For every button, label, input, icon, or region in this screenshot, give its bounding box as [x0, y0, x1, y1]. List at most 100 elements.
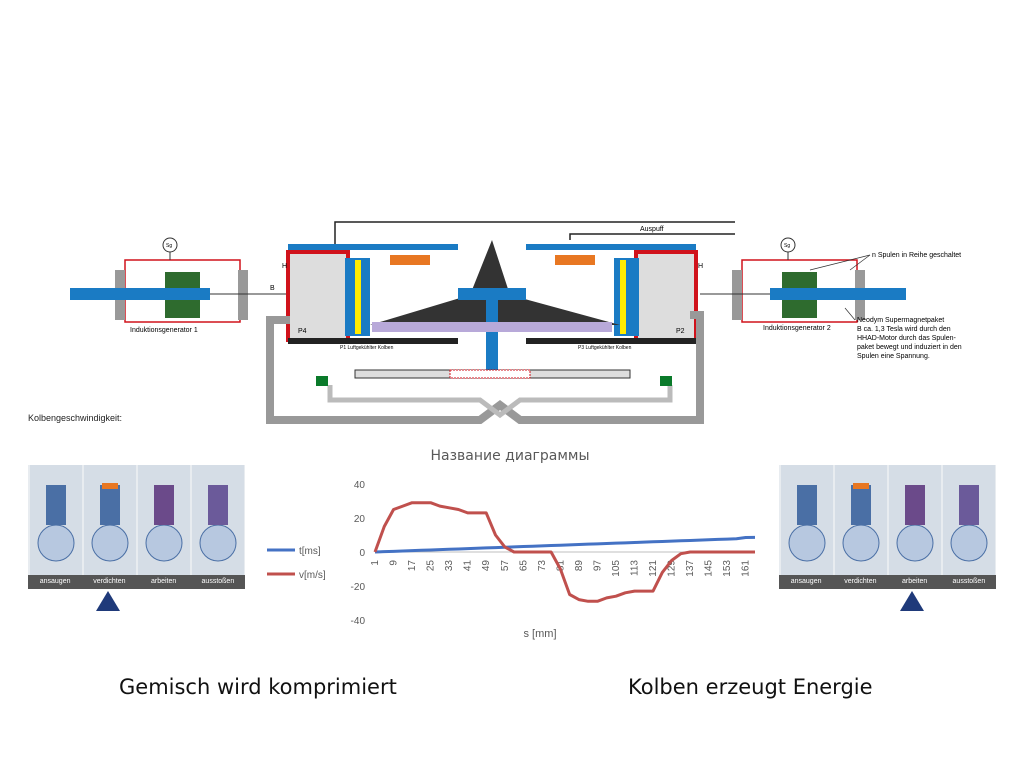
- right-generator-gray-block-1: [732, 270, 742, 320]
- central-vertical-bar: [486, 300, 498, 375]
- left-cylinder-head: [286, 250, 350, 342]
- left-generator-label: Induktionsgenerator 1: [130, 327, 198, 334]
- strip-label: arbeiten: [901, 578, 928, 585]
- series-line-t: [374, 535, 756, 554]
- engine-figure: [30, 465, 82, 575]
- engine-figure: [192, 465, 244, 575]
- magnet-leader: [844, 307, 856, 321]
- exhaust-line: [334, 221, 735, 246]
- central-horizontal-bar: [458, 288, 526, 300]
- engine-diagram: Auspuff P4 P2 H H B Sg Sg: [70, 221, 962, 424]
- caption-left: Gemisch wird komprimiert: [119, 675, 397, 699]
- right-strip-labels: ansaugen verdichten arbeiten ausstoßen: [779, 575, 996, 589]
- x-tick-label: 161: [741, 560, 752, 577]
- left-cylinder-top: [288, 244, 458, 250]
- magnet-note-line: Neodym Supermagnetpaket: [857, 317, 944, 324]
- right-generator-label: Induktionsgenerator 2: [763, 325, 831, 332]
- strip-label: ansaugen: [39, 578, 71, 585]
- strip-label: arbeiten: [150, 578, 177, 585]
- engine-figure: [781, 465, 833, 575]
- lower-spring: [449, 369, 531, 379]
- x-tick-label: 17: [407, 560, 418, 572]
- coils-note: n Spulen in Reihe geschaltet: [872, 252, 961, 259]
- right-engine-strip: ansaugen verdichten arbeiten ausstoßen: [779, 465, 996, 589]
- label-sg-left: Sg: [166, 243, 172, 249]
- x-tick-label: 81: [555, 560, 566, 572]
- strip-label: ansaugen: [790, 578, 822, 585]
- x-tick-label: 73: [537, 560, 548, 572]
- x-tick-label: 105: [611, 560, 622, 577]
- left-shaft: [70, 288, 210, 300]
- label-b: B: [270, 285, 275, 292]
- y-tick-label: -40: [351, 616, 366, 627]
- label-p2: P2: [676, 328, 685, 335]
- right-piston-block: [614, 258, 639, 336]
- right-coil-top: [555, 255, 595, 265]
- y-tick-label: -20: [351, 582, 366, 593]
- strip-label: verdichten: [93, 578, 126, 585]
- right-shaft: [770, 288, 906, 300]
- x-tick-label: 57: [500, 560, 511, 572]
- right-stage-marker: [900, 591, 924, 611]
- central-lilac-plate: [372, 322, 612, 332]
- left-generator-gray-block-2: [238, 270, 248, 320]
- x-tick-label: 121: [648, 560, 659, 577]
- left-piston-yellow: [355, 260, 361, 334]
- strip-label: ausstoßen: [952, 578, 986, 585]
- exhaust-label: Auspuff: [640, 226, 664, 233]
- engine-figure: [84, 465, 136, 575]
- y-tick-label: 40: [354, 480, 366, 491]
- series-line-v: [373, 501, 755, 603]
- magnet-note: Neodym Supermagnetpaket B ca. 1,3 Tesla …: [857, 317, 962, 360]
- left-piston-caption: P1 Luftgekühlter Kolben: [340, 345, 394, 351]
- left-engine-strip: ansaugen verdichten arbeiten ausstoßen: [28, 465, 245, 589]
- label-h-left: H: [282, 263, 287, 270]
- inner-duct: [327, 385, 673, 419]
- strip-label: verdichten: [844, 578, 877, 585]
- coils-leader-1: [809, 254, 871, 271]
- label-sg-right: Sg: [784, 243, 790, 249]
- left-cylinder-bottom: [288, 338, 458, 344]
- coils-leader-2: [849, 254, 871, 271]
- x-tick-label: 153: [722, 560, 733, 577]
- legend-label: t[ms]: [299, 546, 321, 557]
- engine-figure: [835, 465, 887, 575]
- x-tick-label: 145: [704, 560, 715, 577]
- x-tick-label: 9: [389, 560, 400, 566]
- engine-figure: [889, 465, 941, 575]
- right-cylinder-head: [634, 250, 698, 342]
- engine-figure: [138, 465, 190, 575]
- left-duct: [266, 311, 704, 424]
- left-valve: [316, 376, 328, 386]
- right-valve: [660, 376, 672, 386]
- x-tick-label: 129: [667, 560, 678, 577]
- x-tick-label: 65: [518, 560, 529, 572]
- x-tick-label: 25: [426, 560, 437, 572]
- exhaust-line-2: [569, 233, 735, 240]
- right-cylinder-bottom: [526, 338, 696, 344]
- central-wedge: [370, 240, 620, 325]
- label-p4: P4: [298, 328, 307, 335]
- strip-label: ausstoßen: [201, 578, 235, 585]
- chart-title: Название диаграммы: [430, 448, 589, 464]
- right-piston-caption: P3 Luftgekühlter Kolben: [578, 345, 632, 351]
- x-tick-label: 89: [574, 560, 585, 572]
- right-engine-illustrations: [781, 465, 995, 575]
- magnet-note-line: B ca. 1,3 Tesla wird durch den: [857, 326, 951, 333]
- y-tick-label: 0: [359, 548, 365, 559]
- right-cylinder-top: [526, 244, 696, 250]
- label-h-right: H: [698, 263, 703, 270]
- legend-label: v[m/s]: [299, 570, 326, 581]
- left-stage-marker: [96, 591, 120, 611]
- section-label: Kolbengeschwindigkeit:: [28, 413, 123, 423]
- x-tick-label: 49: [481, 560, 492, 572]
- x-tick-label: 33: [444, 560, 455, 572]
- magnet-note-line: HHAD-Motor durch das Spulen-: [857, 335, 956, 342]
- caption-right: Kolben erzeugt Energie: [628, 675, 873, 699]
- left-engine-illustrations: [30, 465, 244, 575]
- x-tick-label: 113: [630, 560, 641, 576]
- left-strip-labels: ansaugen verdichten arbeiten ausstoßen: [28, 575, 245, 589]
- x-tick-label: 97: [592, 560, 603, 572]
- x-tick-label: 41: [463, 560, 474, 572]
